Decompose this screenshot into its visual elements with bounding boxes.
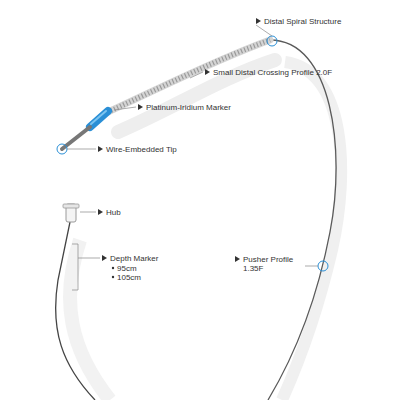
proximal-wire	[56, 222, 95, 400]
leader-line	[80, 212, 96, 213]
leader-line	[67, 149, 96, 150]
marker-highlight	[91, 111, 106, 124]
callout-circle	[57, 144, 67, 154]
marker-band	[90, 111, 108, 127]
leader-line	[190, 72, 203, 78]
shadow	[282, 62, 341, 400]
hub-symbol	[63, 204, 79, 208]
leader-line	[114, 107, 136, 110]
leader-line	[305, 266, 318, 267]
label-arrow	[138, 104, 143, 110]
label-arrow	[98, 146, 103, 152]
bullet	[112, 276, 114, 278]
dimension-label: 105cm	[117, 273, 141, 282]
callout-circle	[318, 261, 328, 271]
label-arrow	[256, 18, 261, 24]
label-arrow	[98, 209, 103, 215]
part-label: Depth Marker	[110, 254, 158, 263]
dimension-label: 95cm	[117, 264, 137, 273]
bullet	[112, 267, 114, 269]
part-label: Distal Spiral Structure	[264, 17, 341, 26]
part-label: Small Distal Crossing Profile 2.0F	[213, 68, 332, 77]
part-label: Platinum-Iridium Marker	[146, 103, 231, 112]
leader-line	[256, 25, 272, 36]
label-arrow	[102, 255, 107, 261]
part-label: Wire-Embedded Tip	[106, 145, 177, 154]
label-arrow	[205, 69, 210, 75]
callout-circle	[267, 36, 277, 46]
label-arrow	[235, 256, 240, 262]
pusher-wire	[268, 40, 336, 400]
part-label: Pusher Profile 1.35F	[243, 255, 303, 273]
depth-bracket	[72, 244, 100, 290]
part-label: Hub	[106, 208, 121, 217]
